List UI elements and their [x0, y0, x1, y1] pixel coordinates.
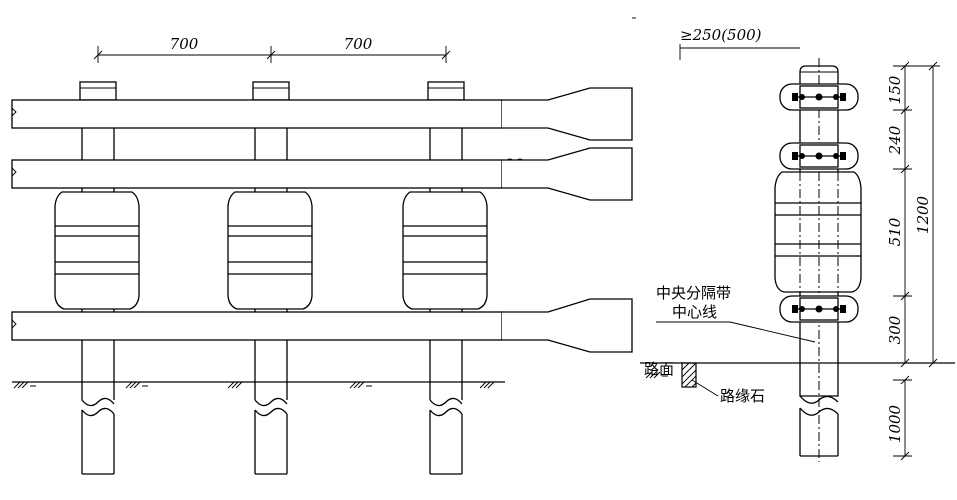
median-centerline-label-1: 中央分隔带: [656, 284, 731, 302]
setback-label: ≥250(500): [680, 26, 762, 44]
dim-roller-label: 510: [886, 217, 904, 246]
beams: [11, 87, 633, 353]
spacing-dimension: 700 700: [93, 35, 451, 63]
road-surface-label: 路面: [644, 360, 674, 378]
clamp-lower: [779, 295, 859, 323]
spacing-right-label: 700: [344, 35, 373, 53]
dim-embed-label: 1000: [886, 404, 904, 443]
dim-upper-beam-label: 240: [886, 125, 904, 155]
front-view: 700 700: [11, 35, 633, 475]
dim-total-label: 1200: [914, 195, 932, 234]
side-beam-clamps: [779, 83, 859, 323]
clamp-middle: [779, 142, 859, 170]
front-ground-line: [12, 381, 505, 389]
roller-2: [227, 191, 313, 310]
beam-lower: [11, 298, 633, 353]
median-centerline-label-2: 中心线: [672, 303, 717, 321]
dim-top-label: 150: [886, 75, 904, 104]
clamp-upper: [779, 83, 859, 111]
roller-3: [402, 191, 488, 310]
beam-middle: [11, 147, 633, 201]
vertical-dimensions: 150 240 510 300 1200 1000: [886, 61, 940, 461]
dim-lower-label: 300: [886, 315, 904, 344]
side-view: ≥250(500): [632, 17, 955, 462]
rollers: [54, 191, 488, 310]
side-labels: 中央分隔带 中心线 路面 路缘石: [644, 284, 816, 405]
beam-upper: [11, 87, 633, 141]
side-ground: [640, 362, 955, 397]
roller-1: [54, 191, 140, 310]
spacing-left-label: 700: [170, 35, 199, 53]
curb-stone-label: 路缘石: [720, 387, 765, 405]
setback-dimension: ≥250(500): [632, 17, 800, 60]
side-roller: [774, 171, 862, 293]
